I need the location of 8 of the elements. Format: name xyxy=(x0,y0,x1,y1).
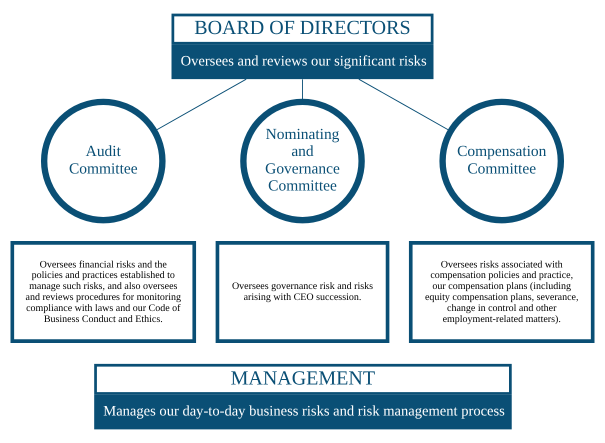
node-circle: Nominating and Governance Committee xyxy=(240,98,365,224)
node-box: Oversees financial risks and the policies and practices established to manage such risks, and also oversees and reviews procedures for monitoring compliance with laws and our Code of Business Conduct and Ethics. xyxy=(10,241,196,343)
node-circle: Compensation Committee xyxy=(439,98,564,224)
connector xyxy=(154,78,247,132)
node-box: Oversees risks associated with compensation policies and practice, our compensation plans (including equity compensation plans, severance, change in control and other employment-related matters). xyxy=(408,241,594,343)
node-circle: Audit Committee xyxy=(40,98,166,224)
node-box: Oversees governance risk and risks arising with CEO succession. xyxy=(216,241,390,343)
connector xyxy=(358,78,451,132)
